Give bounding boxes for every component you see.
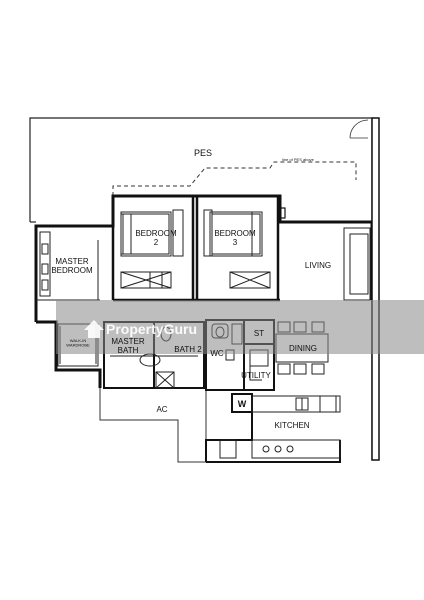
pes-dashed-line (112, 161, 357, 196)
label-line: BATH (118, 346, 139, 355)
label-dining: DINING (289, 344, 317, 353)
home-icon (84, 320, 104, 338)
label-w: W (238, 399, 247, 409)
living-corner-column (277, 207, 286, 219)
label-wc: WC (210, 349, 224, 358)
watermark-band (56, 300, 424, 354)
label-living: LIVING (305, 261, 331, 270)
bedroom2-furniture (120, 209, 184, 289)
living-sofa (343, 227, 371, 301)
label-st: ST (254, 329, 264, 338)
label-kitchen: KITCHEN (274, 421, 309, 430)
ac-ledge (99, 388, 208, 463)
label-line: 2 (154, 238, 159, 247)
watermark-brand: PropertyGuru (106, 321, 197, 337)
label-bath2: BATH 2 (174, 345, 202, 354)
label-line: WARDROBE (66, 342, 90, 347)
bedroom3-furniture (203, 209, 271, 289)
pes-door-swing (349, 119, 369, 139)
pes-boundary (29, 117, 373, 460)
label-utility: UTILITY (241, 371, 271, 380)
master-bedroom-furniture (36, 231, 100, 301)
watermark-logo: PropertyGuru (84, 320, 197, 338)
label-pes: PES (194, 148, 212, 158)
label-line: 3 (233, 238, 238, 247)
label-line: BEDROOM (51, 266, 93, 275)
pes-column (371, 117, 380, 461)
label-pes-note: line of PES above (282, 157, 315, 162)
label-ac: AC (156, 405, 167, 414)
kitchen-counter (219, 395, 341, 459)
